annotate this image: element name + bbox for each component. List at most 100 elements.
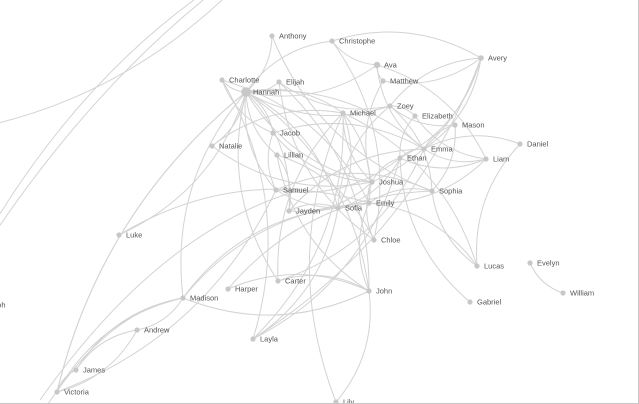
node-dot-lucas[interactable] xyxy=(474,263,480,269)
node-victoria[interactable]: Victoria xyxy=(54,388,90,397)
node-dot-charlotte[interactable] xyxy=(219,77,225,83)
node-dot-harper[interactable] xyxy=(225,286,231,292)
node-dot-carter[interactable] xyxy=(275,278,281,284)
node-dot-john[interactable] xyxy=(366,288,372,294)
node-dot-jacob[interactable] xyxy=(270,130,276,136)
node-dot-william[interactable] xyxy=(560,290,566,296)
node-lillian[interactable]: Lillian xyxy=(274,151,303,160)
node-avery[interactable]: Avery xyxy=(478,54,507,63)
node-eph[interactable]: eph xyxy=(0,301,6,310)
edge-elijah-zoey xyxy=(278,81,391,110)
node-gabriel[interactable]: Gabriel xyxy=(467,298,502,307)
node-dot-james[interactable] xyxy=(73,367,79,373)
edge-layla-ethan xyxy=(252,157,401,340)
edge-michael-sofia xyxy=(337,112,352,209)
node-hannah[interactable]: Hannah xyxy=(241,87,279,97)
node-dot-gabriel[interactable] xyxy=(467,299,473,305)
node-luke[interactable]: Luke xyxy=(116,231,142,240)
node-dot-michael[interactable] xyxy=(340,110,346,116)
node-jacob[interactable]: Jacob xyxy=(270,129,300,138)
edge-offscreen-4 xyxy=(48,297,184,403)
node-dot-anthony[interactable] xyxy=(269,33,275,39)
node-daniel[interactable]: Daniel xyxy=(517,140,549,149)
node-samuel[interactable]: Samuel xyxy=(273,186,309,195)
node-dot-evelyn[interactable] xyxy=(527,260,533,266)
node-ava[interactable]: Ava xyxy=(373,61,398,70)
node-dot-chloe[interactable] xyxy=(371,237,377,243)
node-liam[interactable]: Liam xyxy=(483,155,509,164)
node-label-daniel: Daniel xyxy=(527,140,549,149)
node-charlotte[interactable]: Charlotte xyxy=(219,76,259,85)
node-christophe[interactable]: Christophe xyxy=(329,37,375,46)
node-chloe[interactable]: Chloe xyxy=(371,236,401,245)
node-layla[interactable]: Layla xyxy=(250,335,279,344)
edge-gabriel-ethan xyxy=(399,157,471,303)
node-dot-emma[interactable] xyxy=(421,146,427,152)
node-dot-sofia[interactable] xyxy=(335,205,341,211)
edge-john-elijah xyxy=(278,81,370,292)
node-dot-joshua[interactable] xyxy=(369,179,375,185)
node-william[interactable]: William xyxy=(560,289,594,298)
node-dot-andrew[interactable] xyxy=(134,327,140,333)
node-evelyn[interactable]: Evelyn xyxy=(527,259,560,268)
node-elizabeth[interactable]: Elizabeth xyxy=(412,112,453,121)
node-mason[interactable]: Mason xyxy=(452,121,485,130)
node-zoey[interactable]: Zoey xyxy=(387,102,414,111)
node-lily[interactable]: Lily xyxy=(333,398,355,404)
node-carter[interactable]: Carter xyxy=(275,277,306,286)
node-john[interactable]: John xyxy=(366,287,392,296)
node-dot-elijah[interactable] xyxy=(276,79,282,85)
node-michael[interactable]: Michael xyxy=(340,109,376,118)
node-jayden[interactable]: Jayden xyxy=(286,207,320,216)
node-james[interactable]: James xyxy=(73,366,105,375)
edge-ethan-elizabeth xyxy=(399,115,416,159)
node-emma[interactable]: Emma xyxy=(421,145,453,154)
node-dot-lillian[interactable] xyxy=(274,152,280,158)
node-label-christophe: Christophe xyxy=(339,37,375,46)
node-label-lily: Lily xyxy=(343,398,355,404)
edge-emma-daniel xyxy=(423,135,521,150)
node-ethan[interactable]: Ethan xyxy=(397,154,427,163)
node-dot-zoey[interactable] xyxy=(387,103,393,109)
node-madison[interactable]: Madison xyxy=(180,294,218,303)
node-dot-avery[interactable] xyxy=(478,55,484,61)
node-lucas[interactable]: Lucas xyxy=(474,262,504,271)
node-dot-ethan[interactable] xyxy=(397,155,403,161)
node-dot-victoria[interactable] xyxy=(54,389,60,395)
node-dot-samuel[interactable] xyxy=(273,187,279,193)
node-dot-madison[interactable] xyxy=(180,295,186,301)
node-harper[interactable]: Harper xyxy=(225,285,258,294)
node-dot-christophe[interactable] xyxy=(329,38,335,44)
node-elijah[interactable]: Elijah xyxy=(276,78,304,87)
node-dot-jayden[interactable] xyxy=(286,208,292,214)
node-joshua[interactable]: Joshua xyxy=(369,178,404,187)
node-dot-hannah[interactable] xyxy=(241,87,251,97)
node-label-lucas: Lucas xyxy=(484,262,504,271)
node-anthony[interactable]: Anthony xyxy=(269,32,307,41)
node-label-hannah: Hannah xyxy=(253,88,279,97)
node-matthew[interactable]: Matthew xyxy=(380,77,419,86)
node-dot-matthew[interactable] xyxy=(380,78,386,84)
node-label-harper: Harper xyxy=(235,285,258,294)
node-emily[interactable]: Emily xyxy=(366,199,395,208)
node-dot-layla[interactable] xyxy=(250,336,256,342)
node-sofia[interactable]: Sofia xyxy=(335,204,363,213)
node-dot-lily[interactable] xyxy=(333,399,339,404)
node-dot-ava[interactable] xyxy=(373,61,381,69)
node-dot-luke[interactable] xyxy=(116,232,122,238)
edge-christophe-avery xyxy=(331,31,482,59)
edge-hannah-victoria xyxy=(56,91,247,393)
node-dot-elizabeth[interactable] xyxy=(412,113,418,119)
node-dot-natalie[interactable] xyxy=(209,143,215,149)
node-dot-emily[interactable] xyxy=(366,200,372,206)
node-andrew[interactable]: Andrew xyxy=(134,326,170,335)
node-natalie[interactable]: Natalie xyxy=(209,142,242,151)
node-sophia[interactable]: Sophia xyxy=(429,187,463,196)
node-label-evelyn: Evelyn xyxy=(537,259,560,268)
node-dot-daniel[interactable] xyxy=(517,141,523,147)
node-dot-mason[interactable] xyxy=(452,122,458,128)
node-dot-liam[interactable] xyxy=(483,156,489,162)
node-dot-sophia[interactable] xyxy=(429,188,435,194)
